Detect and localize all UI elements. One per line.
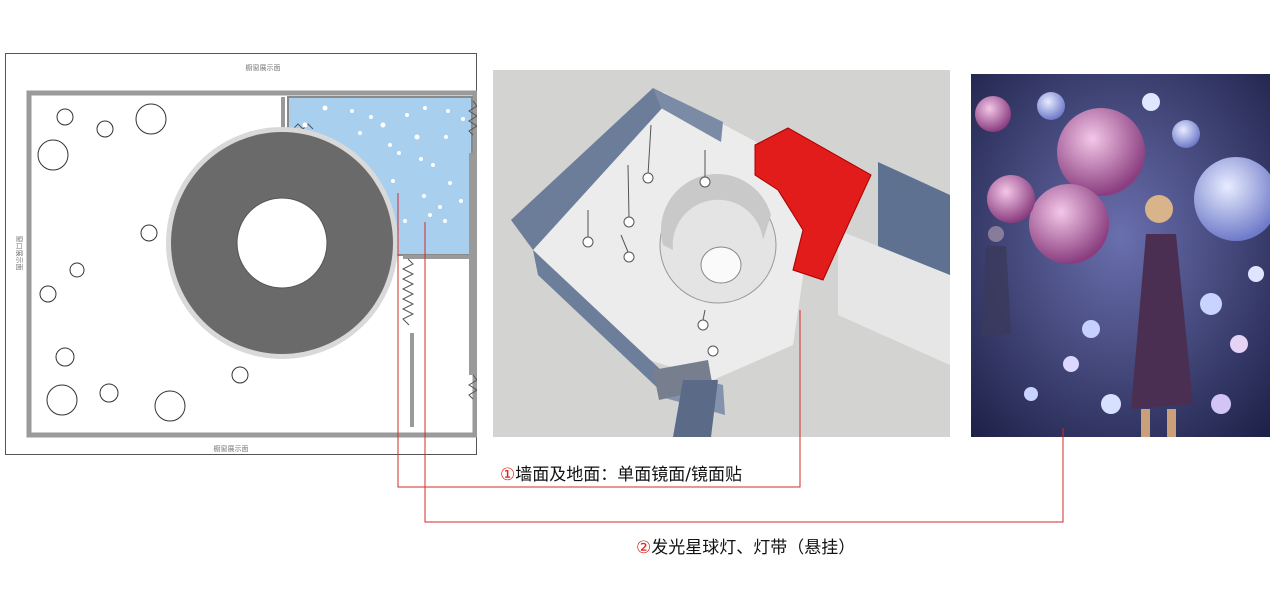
caption-number-1: ①	[500, 465, 516, 485]
caption-mirror: ①墙面及地面：单面镜面/镜面贴	[500, 460, 742, 485]
floor-plan-drawing: 橱窗展示面 橱窗展示面 窗口展示面	[5, 53, 478, 455]
plan-label-left: 窗口展示面	[15, 236, 24, 271]
ring-hole	[700, 246, 742, 284]
ring-wall-inner	[660, 173, 771, 250]
plan-label-bottom: 橱窗展示面	[214, 444, 249, 453]
glowing-planets	[975, 92, 1275, 414]
curtain-line	[468, 100, 478, 136]
caption-lights: ②发光星球灯、灯带（悬挂）	[636, 533, 855, 558]
glass-wall-back	[653, 88, 723, 142]
plan-label-top: 橱窗展示面	[246, 63, 281, 72]
ring-hole	[236, 197, 328, 289]
model-render	[493, 70, 950, 437]
visitor-silhouette	[1131, 195, 1193, 437]
caption-text-1: 墙面及地面：单面镜面/镜面贴	[515, 465, 742, 485]
sphere-lights	[37, 103, 249, 422]
caption-text-2: 发光星球灯、灯带（悬挂）	[651, 538, 856, 558]
reference-photo-image	[971, 74, 1275, 437]
reference-photo	[971, 74, 1275, 437]
caption-number-2: ②	[636, 538, 652, 558]
floor-plan: 橱窗展示面 橱窗展示面 窗口展示面	[5, 53, 478, 455]
model-render-drawing	[493, 70, 950, 437]
